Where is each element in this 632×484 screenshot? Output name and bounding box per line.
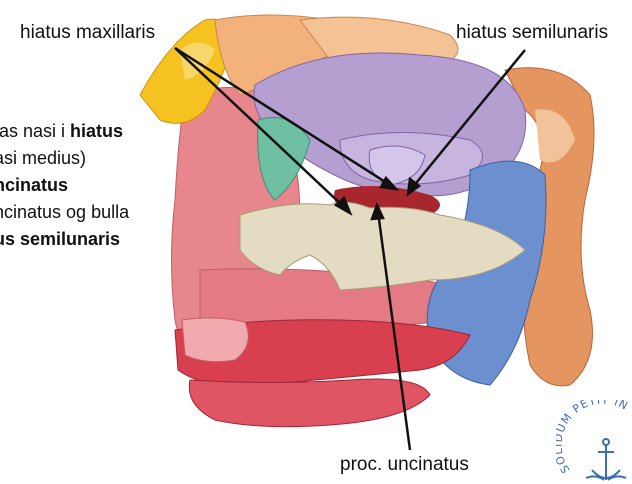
incisive-bone <box>181 317 249 363</box>
pointer-line-uncinatus <box>376 211 412 451</box>
side-caption-line-5: us semilunaris <box>0 229 121 249</box>
bulla-ethmoidalis <box>368 145 426 186</box>
seal-text: SOLIDUM PETIT IN <box>556 400 630 475</box>
side-caption-line-1-b: hiatus <box>70 121 124 141</box>
label-hiatus-semilunaris: hiatus semilunaris <box>456 22 609 43</box>
side-caption-line-1: tas nasi i hiatus <box>0 118 129 145</box>
pointer-line-semilunaris <box>411 49 526 189</box>
anchor-icon <box>585 438 627 481</box>
arrowhead-semilunaris <box>406 176 422 197</box>
side-caption-line-4: ncinatus og bulla <box>0 202 130 222</box>
svg-text:SOLIDUM PETIT IN: SOLIDUM PETIT IN <box>556 400 631 475</box>
pointer-line-maxillaris-2 <box>174 46 391 187</box>
university-seal-logo: SOLIDUM PETIT IN <box>556 400 632 484</box>
sphenoid-sinus <box>535 109 575 163</box>
side-caption-line-3: ncinatus <box>0 175 69 195</box>
label-proc-uncinatus: proc. uncinatus <box>340 454 469 475</box>
arrowhead-uncinatus <box>370 201 385 221</box>
side-caption: tas nasi i hiatus asi medius) ncinatus n… <box>0 118 129 253</box>
arrowhead-maxillaris-1 <box>333 195 353 216</box>
side-caption-line-2: asi medius) <box>0 148 87 168</box>
pointer-line-maxillaris-1 <box>174 47 346 209</box>
palate-lower <box>188 378 431 428</box>
arrowhead-maxillaris-2 <box>379 175 400 191</box>
side-caption-line-1-a: tas nasi i <box>0 121 71 141</box>
label-hiatus-maxillaris: hiatus maxillaris <box>20 22 156 43</box>
